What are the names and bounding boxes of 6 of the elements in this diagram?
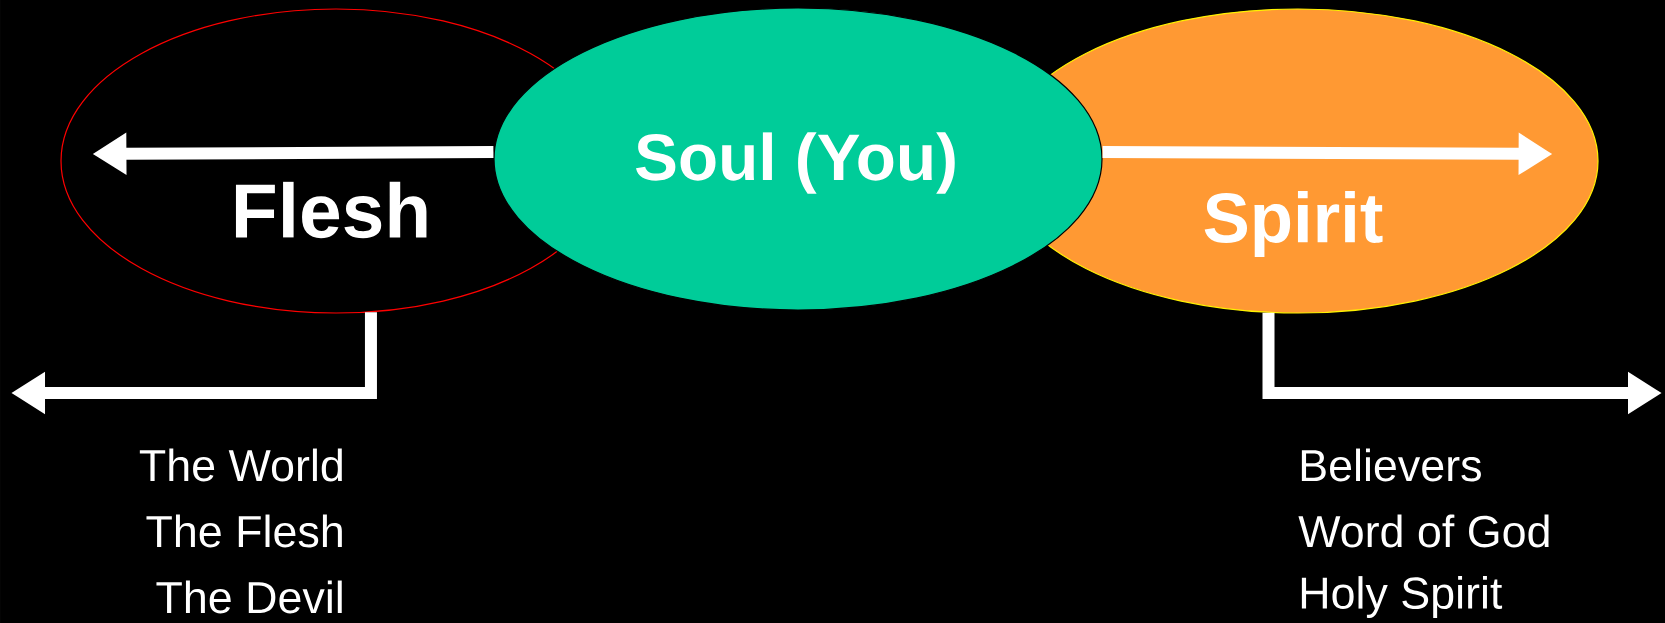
list-item: The Flesh (146, 514, 342, 548)
list-item: Holy Spirit (1301, 576, 1503, 618)
list-item: Believers (1301, 448, 1481, 482)
list-item: The World (139, 448, 342, 482)
list-item: Word of God (1298, 514, 1549, 548)
list-item: The Devil (156, 580, 342, 614)
